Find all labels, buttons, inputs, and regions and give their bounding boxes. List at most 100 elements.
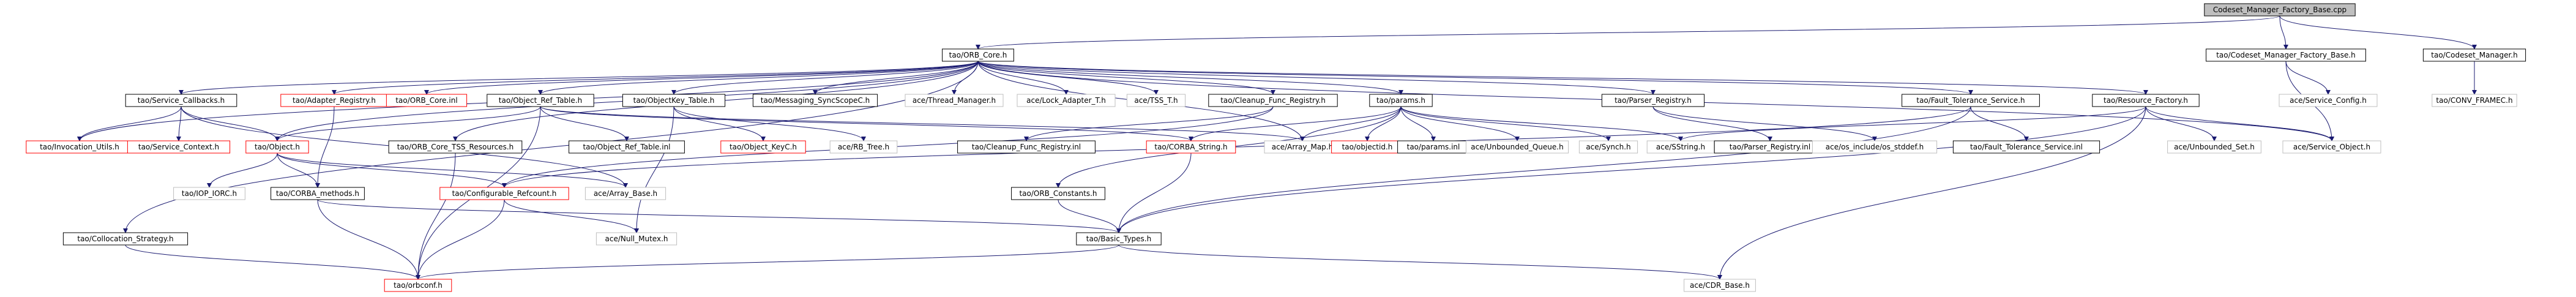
node-unbounded-queue[interactable]: ace/Unbounded_Queue.h — [1465, 140, 1569, 154]
node-invocation-utils[interactable]: tao/Invocation_Utils.h — [26, 140, 133, 154]
node-box — [2167, 140, 2261, 154]
node-orb-constants[interactable]: tao/ORB_Constants.h — [1011, 187, 1105, 200]
edge-configurable-refcount-to-null-mutex — [504, 199, 639, 233]
node-label: tao/Codeset_Manager_Factory_Base.h — [2216, 51, 2356, 59]
node-box — [829, 140, 898, 154]
edge-service-callbacks-to-object-h — [181, 106, 280, 141]
node-parser-registry-inl[interactable]: tao/Parser_Registry.inl — [1714, 140, 1826, 154]
edge-orb-core-to-tss-t — [977, 61, 1159, 95]
node-service-callbacks[interactable]: tao/Service_Callbacks.h — [125, 94, 237, 107]
node-fault-tolerance-service[interactable]: tao/Fault_Tolerance_Service.h — [1902, 94, 2040, 107]
node-box — [2279, 94, 2378, 107]
node-orb-core[interactable]: tao/ORB_Core.h — [942, 48, 1014, 62]
edge-objectkey-table-to-object-keyc — [673, 106, 766, 141]
node-object-ref-table-inl[interactable]: tao/Object_Ref_Table.inl — [569, 140, 685, 154]
node-box — [1017, 94, 1116, 107]
node-label: tao/CORBA_methods.h — [276, 189, 359, 198]
node-corba-string[interactable]: tao/CORBA_String.h — [1146, 140, 1236, 154]
node-null-mutex[interactable]: ace/Null_Mutex.h — [595, 232, 678, 246]
node-label: tao/ORB_Core_TSS_Resources.h — [397, 143, 514, 151]
node-label: ace/Unbounded_Queue.h — [1471, 143, 1563, 151]
node-box — [386, 94, 468, 107]
node-box — [1146, 140, 1236, 154]
edge-object-h-to-iop-iorc — [207, 152, 278, 188]
node-label: tao/ORB_Core.inl — [395, 96, 457, 105]
edge-orb-core-to-service-callbacks — [179, 61, 979, 95]
node-fault-tolerance-service-inl[interactable]: tao/Fault_Tolerance_Service.inl — [1952, 140, 2100, 154]
node-label: tao/Basic_Types.h — [1086, 235, 1151, 243]
node-array-map[interactable]: ace/Array_Map.h — [1264, 140, 1341, 154]
node-objectkey-table[interactable]: tao/ObjectKey_Table.h — [622, 94, 726, 107]
node-label: ace/RB_Tree.h — [838, 143, 889, 151]
node-label: ace/CDR_Base.h — [1690, 281, 1750, 290]
edge-object-ref-table-to-array-map — [540, 106, 1305, 141]
node-lock-adapter[interactable]: ace/Lock_Adapter_T.h — [1017, 94, 1116, 107]
node-tss-t[interactable]: ace/TSS_T.h — [1126, 94, 1186, 107]
node-label: tao/Resource_Factory.h — [2104, 96, 2188, 105]
node-object-h[interactable]: tao/Object.h — [245, 140, 309, 154]
node-array-base[interactable]: ace/Array_Base.h — [584, 187, 666, 200]
node-conv-frame[interactable]: tao/CONV_FRAMEC.h — [2432, 94, 2517, 107]
node-box — [271, 187, 365, 200]
node-box — [1465, 140, 1569, 154]
node-label: tao/orbconf.h — [394, 281, 442, 290]
node-cleanup-func-registry-inl[interactable]: tao/Cleanup_Func_Registry.inl — [957, 140, 1096, 154]
node-label: tao/Service_Callbacks.h — [138, 96, 225, 105]
node-iop-iorc[interactable]: tao/IOP_IORC.h — [173, 187, 245, 200]
edge-params-to-corba-string — [1189, 106, 1402, 141]
node-box — [957, 140, 1096, 154]
edge-objectkey-table-to-null-mutex — [634, 106, 674, 233]
node-orb-core-tss[interactable]: tao/ORB_Core_TSS_Resources.h — [388, 140, 523, 154]
node-box — [1578, 140, 1638, 154]
edge-adapter-registry-to-corba-methods — [315, 106, 335, 188]
edge-configurable-refcount-to-orbconf — [416, 199, 505, 280]
node-collocation-strategy[interactable]: tao/Collocation_Strategy.h — [62, 232, 189, 246]
node-synch[interactable]: ace/Synch.h — [1578, 140, 1638, 154]
node-box — [62, 232, 189, 246]
node-corba-methods[interactable]: tao/CORBA_methods.h — [271, 187, 365, 200]
node-service-context[interactable]: tao/Service_Context.h — [127, 140, 231, 154]
node-sstring[interactable]: ace/SString.h — [1646, 140, 1715, 154]
node-box — [622, 94, 726, 107]
edge-object-ref-table-to-object-ref-table-inl — [540, 106, 629, 141]
node-orb-core-inl[interactable]: tao/ORB_Core.inl — [386, 94, 468, 107]
node-root[interactable]: Codeset_Manager_Factory_Base.cpp — [2204, 3, 2356, 17]
node-cmfb-h[interactable]: tao/Codeset_Manager_Factory_Base.h — [2206, 48, 2366, 62]
node-label: tao/Cleanup_Func_Registry.h — [1220, 96, 1326, 105]
node-thread-manager[interactable]: ace/Thread_Manager.h — [905, 94, 1004, 107]
node-params[interactable]: tao/params.h — [1369, 94, 1433, 107]
node-cleanup-func-registry[interactable]: tao/Cleanup_Func_Registry.h — [1208, 94, 1338, 107]
node-rb-tree[interactable]: ace/RB_Tree.h — [829, 140, 898, 154]
node-box — [595, 232, 678, 246]
node-os-stddef[interactable]: ace/os_include/os_stddef.h — [1812, 140, 1938, 154]
edge-orb-core-to-params — [977, 61, 1403, 95]
node-label: tao/Cleanup_Func_Registry.inl — [972, 143, 1081, 151]
node-params-inl[interactable]: tao/params.inl — [1397, 140, 1469, 154]
node-basic-types[interactable]: tao/Basic_Types.h — [1076, 232, 1162, 246]
node-object-ref-table[interactable]: tao/Object_Ref_Table.h — [487, 94, 594, 107]
edge-params-to-objectid — [1365, 106, 1402, 141]
node-label: tao/Service_Context.h — [138, 143, 219, 151]
node-service-object[interactable]: ace/Service_Object.h — [2282, 140, 2381, 154]
node-service-config[interactable]: ace/Service_Config.h — [2279, 94, 2378, 107]
node-label: tao/Fault_Tolerance_Service.inl — [1970, 143, 2083, 151]
node-orbconf[interactable]: tao/orbconf.h — [384, 279, 452, 292]
edge-resource-factory-to-service-object — [2145, 106, 2334, 141]
edge-root-to-cm-h — [2279, 15, 2477, 50]
node-box — [942, 48, 1014, 62]
edge-params-to-params-inl — [1400, 106, 1436, 141]
node-unbounded-set[interactable]: ace/Unbounded_Set.h — [2167, 140, 2261, 154]
node-object-keyc[interactable]: tao/Object_KeyC.h — [720, 140, 806, 154]
node-box — [125, 94, 237, 107]
node-adapter-registry[interactable]: tao/Adapter_Registry.h — [280, 94, 388, 107]
node-cm-h[interactable]: tao/Codeset_Manager.h — [2422, 48, 2526, 62]
node-box — [127, 140, 231, 154]
node-configurable-refcount[interactable]: tao/Configurable_Refcount.h — [439, 187, 569, 200]
node-parser-registry[interactable]: tao/Parser_Registry.h — [1601, 94, 1705, 107]
node-messaging-syncscope[interactable]: tao/Messaging_SyncScopeC.h — [752, 94, 878, 107]
node-objectid[interactable]: tao/objectid.h — [1331, 140, 1403, 154]
node-box — [388, 140, 523, 154]
node-label: tao/Collocation_Strategy.h — [77, 235, 173, 243]
node-cdr-base[interactable]: ace/CDR_Base.h — [1684, 279, 1756, 292]
node-resource-factory[interactable]: tao/Resource_Factory.h — [2092, 94, 2200, 107]
